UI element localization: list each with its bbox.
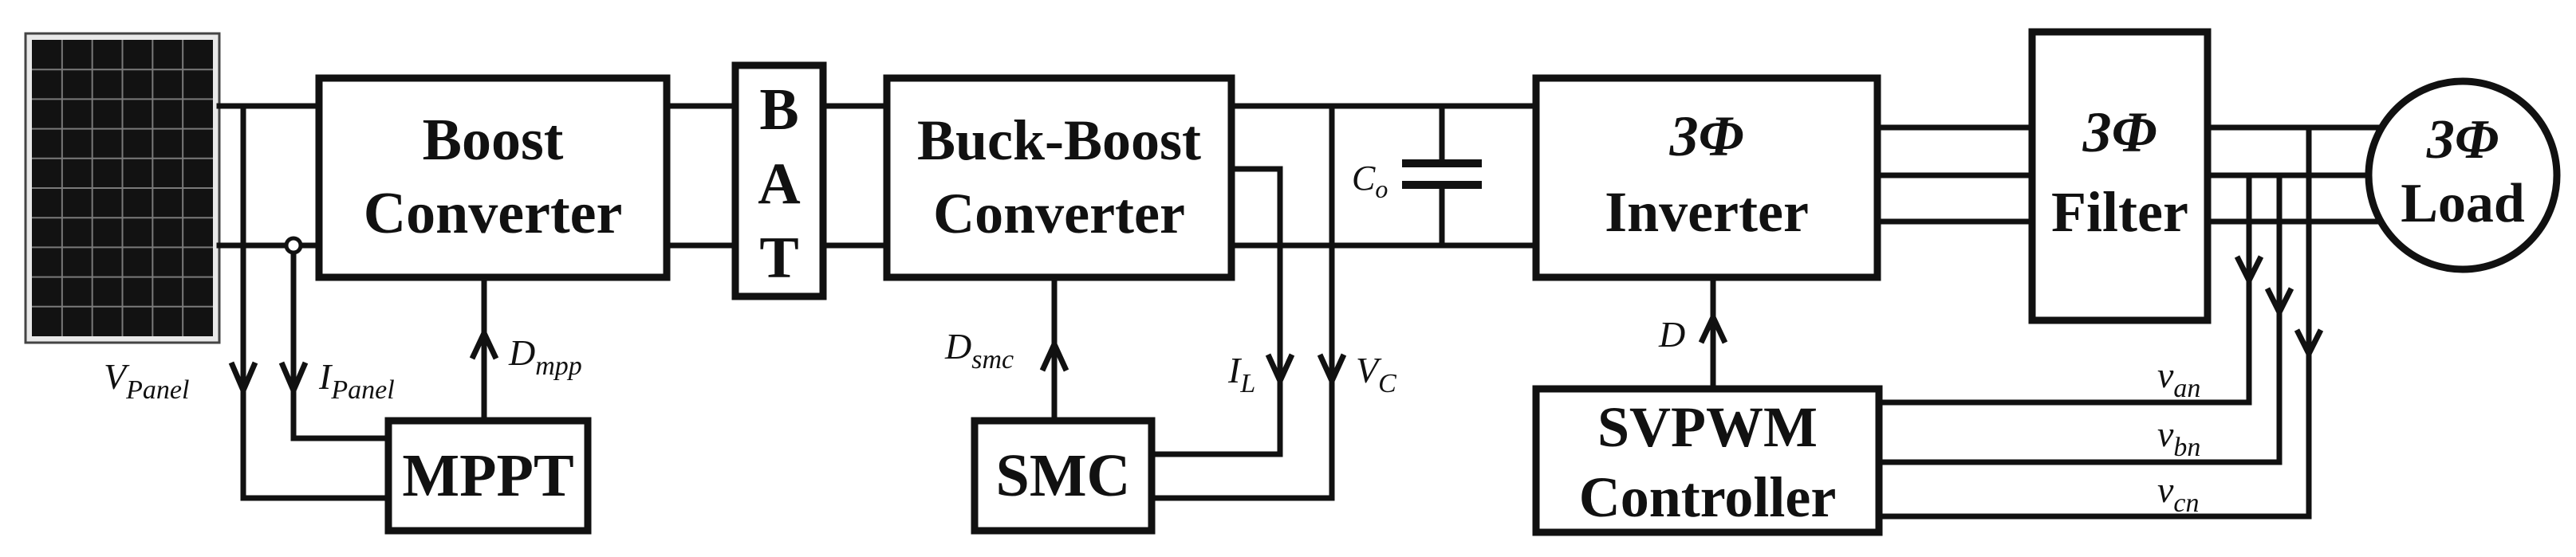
v-panel-label: VPanel	[104, 356, 189, 405]
buck-boost-converter-block: Buck-Boost Converter	[883, 74, 1235, 281]
v-bn-label: vbn	[2157, 414, 2200, 462]
load-block: 3Φ Load	[2365, 77, 2561, 273]
battery-letter-b: B	[759, 77, 798, 143]
power-wires	[216, 103, 2384, 249]
buck-boost-subtitle: Converter	[933, 182, 1185, 245]
i-panel-label: IPanel	[318, 356, 395, 405]
i-l-arrow	[1265, 353, 1295, 388]
boost-converter-block: Boost Converter	[315, 74, 671, 281]
battery-letter-a: A	[758, 151, 800, 217]
current-sense-node	[284, 236, 303, 255]
svpwm-title: SVPWM	[1597, 395, 1818, 459]
mppt-block: MPPT	[384, 417, 592, 535]
v-an-arrow	[2234, 255, 2264, 287]
battery-block: B A T	[731, 61, 827, 300]
d-mpp-label: Dmpp	[508, 332, 582, 381]
d-label: D	[1658, 314, 1685, 355]
d-mpp-arrow	[469, 326, 499, 360]
buck-boost-title: Buck-Boost	[917, 108, 1201, 172]
v-panel-arrow	[228, 361, 258, 398]
smc-label: SMC	[996, 442, 1131, 509]
boost-subtitle: Converter	[364, 181, 623, 246]
battery-letter-t: T	[759, 226, 798, 291]
inverter-phase: 3Φ	[1669, 104, 1744, 168]
v-an-label: van	[2157, 355, 2200, 403]
solar-panel-icon	[24, 32, 221, 344]
v-cn-label: vcn	[2157, 469, 2200, 518]
inverter-block: 3Φ Inverter	[1532, 74, 1881, 281]
mppt-label: MPPT	[402, 442, 573, 509]
boost-title: Boost	[423, 108, 564, 173]
d-smc-label: Dsmc	[944, 326, 1014, 375]
svpwm-subtitle: Controller	[1579, 465, 1837, 529]
i-l-label: IL	[1227, 350, 1255, 398]
v-bn-arrow	[2264, 287, 2294, 319]
smc-block: SMC	[971, 417, 1156, 535]
capacitor-icon	[1402, 103, 1482, 249]
load-phase: 3Φ	[2426, 109, 2499, 171]
d-arrow	[1698, 310, 1728, 344]
v-c-arrow	[1317, 353, 1347, 388]
filter-label: Filter	[2051, 180, 2188, 244]
d-smc-arrow	[1039, 337, 1069, 372]
load-label: Load	[2401, 173, 2525, 234]
svpwm-controller-block: SVPWM Controller	[1532, 385, 1883, 536]
filter-phase: 3Φ	[2082, 100, 2157, 164]
v-cn-arrow	[2294, 328, 2324, 360]
filter-block: 3Φ Filter	[2028, 28, 2212, 324]
signal-arrows	[228, 255, 2324, 398]
i-panel-arrow	[278, 361, 309, 398]
v-c-label: VC	[1356, 350, 1396, 398]
capacitor-label: Co	[1352, 159, 1388, 203]
inverter-label: Inverter	[1605, 180, 1809, 244]
